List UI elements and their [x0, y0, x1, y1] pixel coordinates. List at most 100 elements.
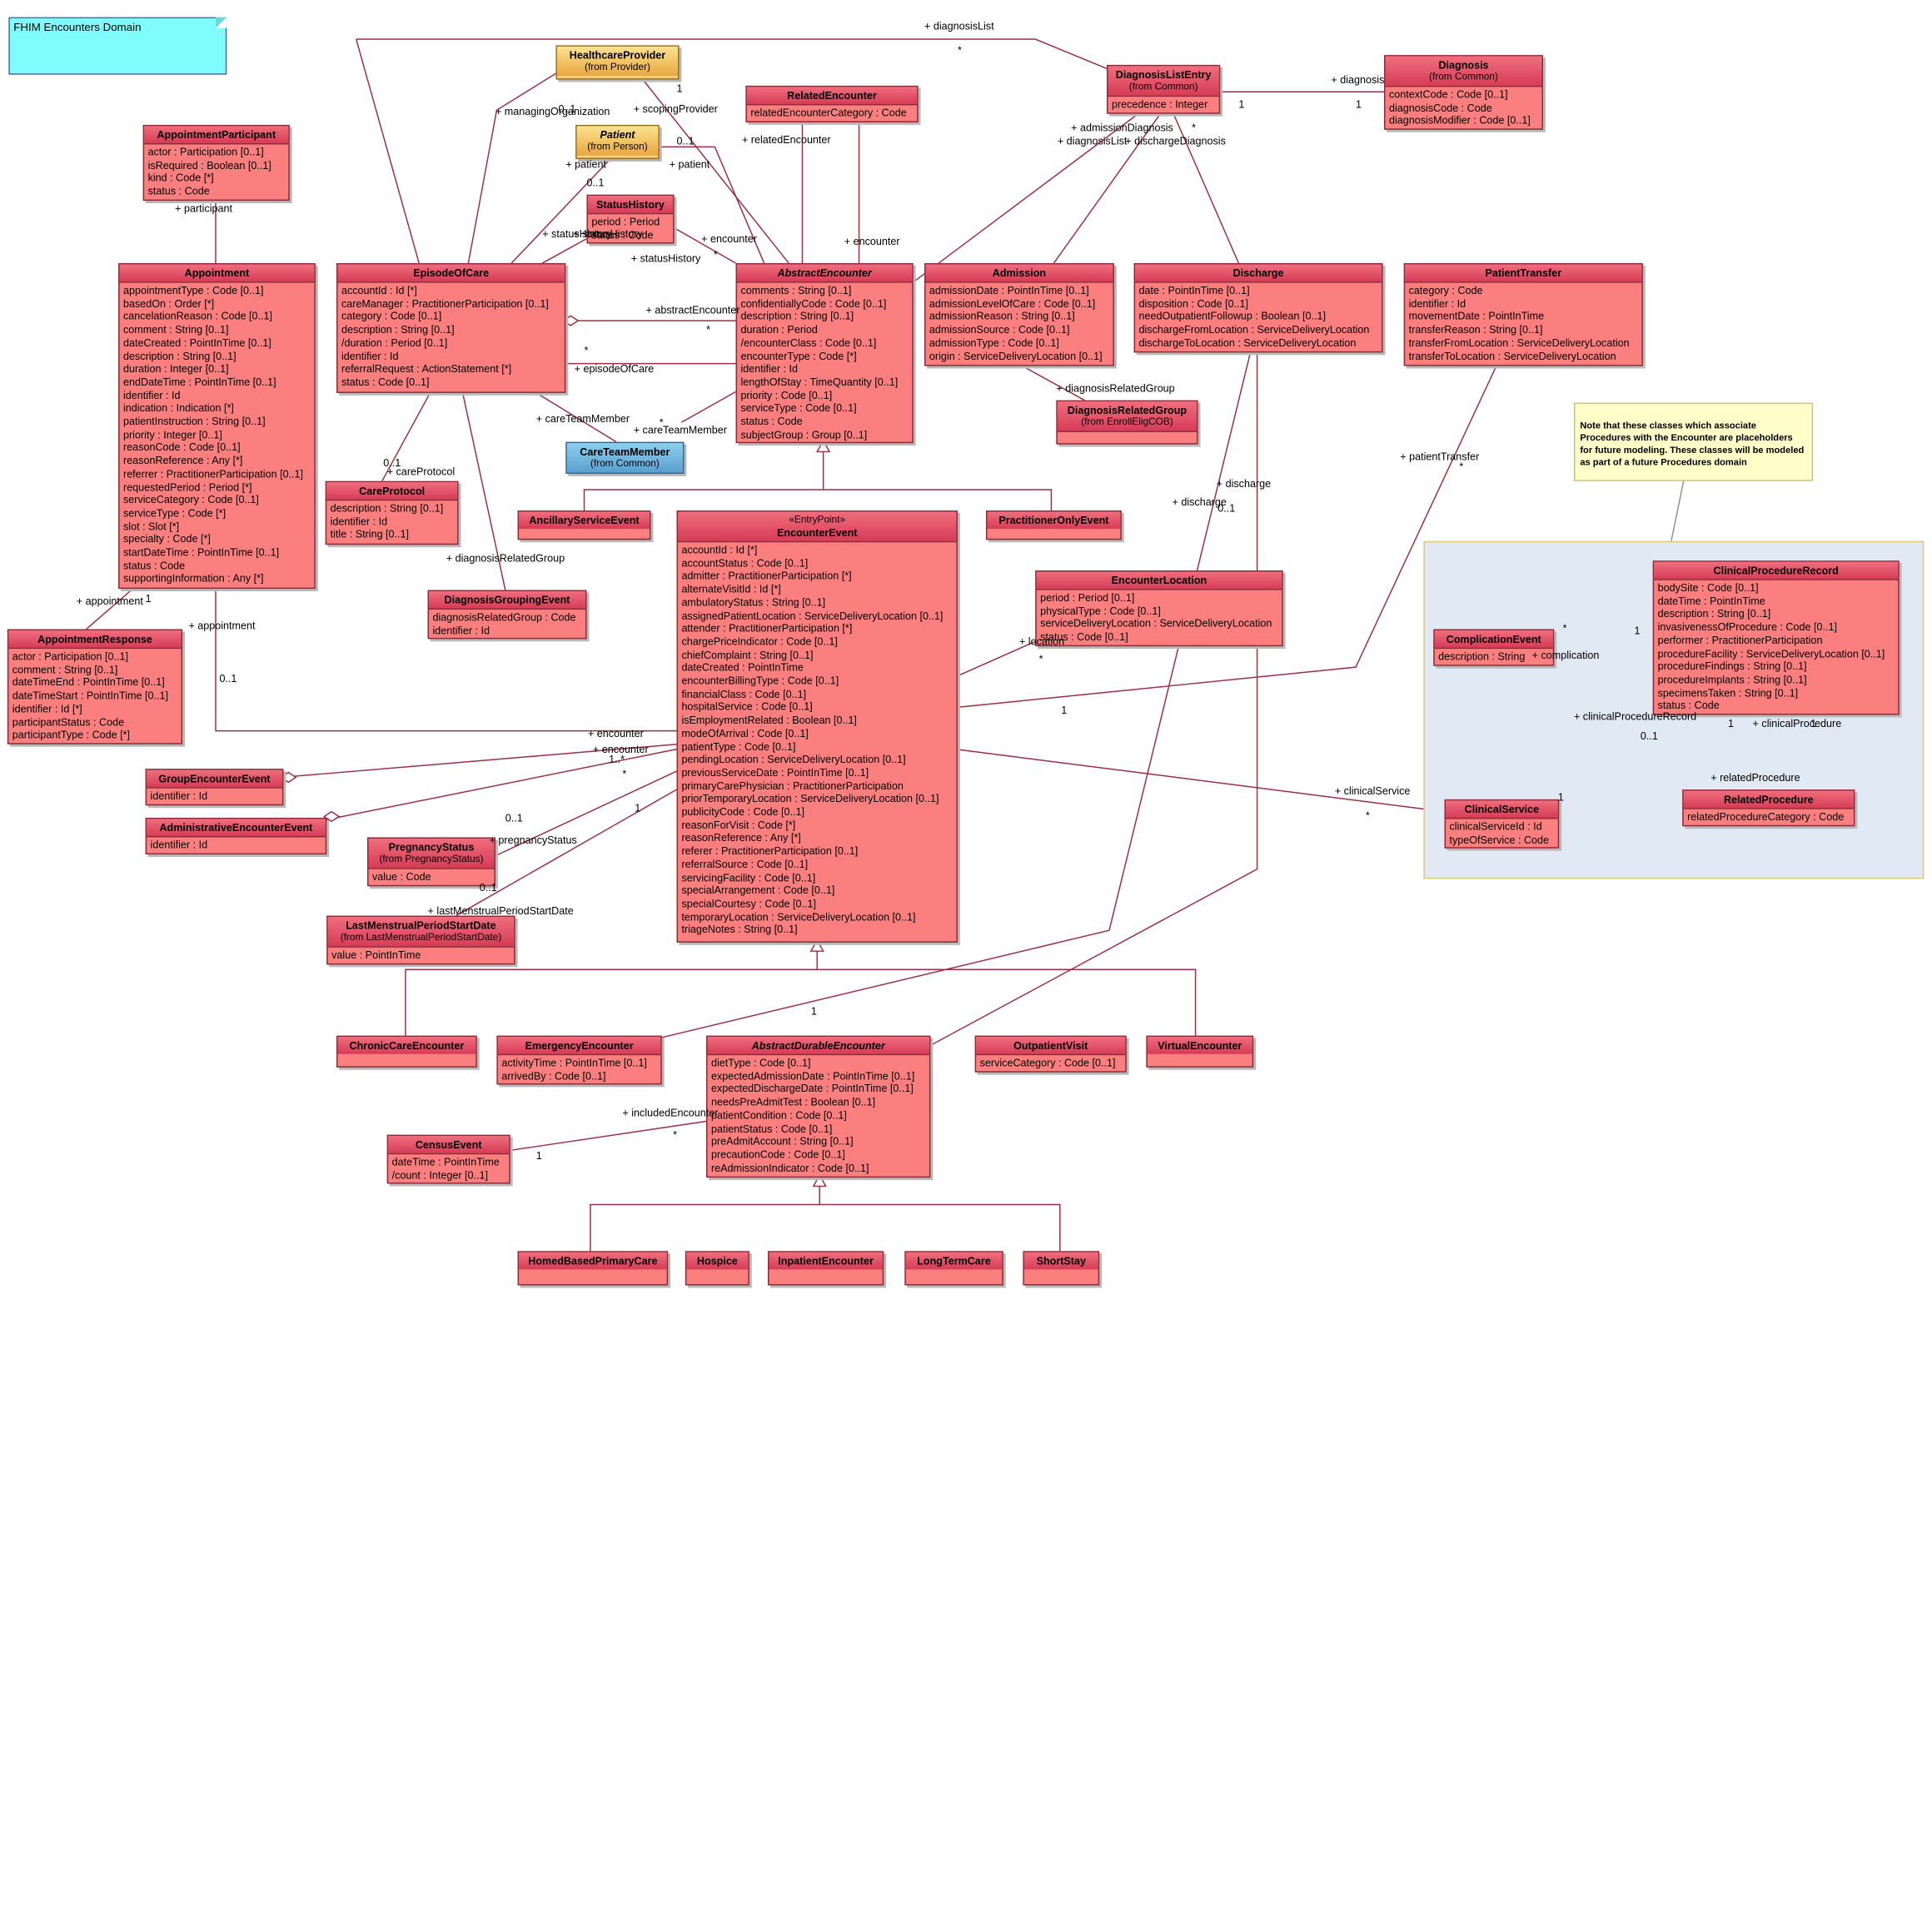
class-header: ComplicationEvent	[1434, 630, 1553, 650]
class-attributes: bodySite : Code [0..1]dateTime : PointIn…	[1654, 580, 1898, 714]
class-attribute: description : String [0..1]	[740, 310, 854, 323]
class-header: HealthcareProvider(from Provider)	[556, 46, 678, 77]
multiplicity-label: *	[713, 248, 718, 261]
class-healthcare-provider[interactable]: HealthcareProvider(from Provider)	[555, 45, 680, 80]
class-header: PatientTransfer	[1405, 264, 1642, 283]
multiplicity-label: *	[673, 1128, 677, 1142]
class-name: CareProtocol	[359, 485, 426, 497]
class-attribute: startDateTime : PointInTime [0..1]	[123, 545, 280, 559]
multiplicity-label: 1	[810, 1004, 817, 1018]
class-attribute: dateTime : PointInTime	[1657, 594, 1765, 607]
class-attribute: chargePriceIndicator : Code [0..1]	[681, 635, 838, 648]
class-attributes: actor : Participation [0..1]isRequired :…	[144, 144, 288, 199]
episode-patient-line	[510, 156, 614, 264]
class-name: RelatedEncounter	[787, 89, 877, 102]
class-attribute: accountId : Id [*]	[681, 543, 758, 556]
class-attribute: dateTimeEnd : PointInTime [0..1]	[12, 676, 165, 689]
episode-outer-line	[356, 38, 420, 264]
class-attributes: accountId : Id [*]careManager : Practiti…	[338, 283, 565, 391]
class-homed-based-primary-care[interactable]: HomedBasedPrimaryCare	[517, 1251, 669, 1286]
encounter-event-subtype-bus	[405, 968, 1197, 1036]
class-attribute: precedence : Integer	[1111, 97, 1208, 111]
role-name-label: + clinicalService	[1334, 784, 1411, 797]
class-attribute: basedOn : Order [*]	[123, 296, 215, 310]
class-name: EncounterEvent	[777, 526, 858, 539]
class-ancillary-service-event[interactable]: AncillaryServiceEvent	[517, 510, 651, 540]
class-header: StatusHistory	[587, 196, 674, 215]
class-attribute: patientType : Code [0..1]	[681, 739, 796, 753]
class-diagnosis-list-entry[interactable]: DiagnosisListEntry(from Common)precedenc…	[1107, 64, 1221, 114]
multiplicity-label: *	[957, 43, 962, 57]
class-long-term-care[interactable]: LongTermCare	[904, 1251, 1003, 1286]
class-virtual-encounter[interactable]: VirtualEncounter	[1146, 1035, 1254, 1068]
patient-transfer-line	[954, 363, 1498, 709]
class-hospice[interactable]: Hospice	[685, 1251, 749, 1286]
class-attribute: comment : String [0..1]	[12, 663, 118, 676]
class-attribute: comment : String [0..1]	[123, 323, 229, 336]
role-name-label: + diagnosis	[1331, 73, 1385, 86]
class-attribute: previousServiceDate : PointInTime [0..1]	[681, 766, 869, 779]
class-attribute: dateTime : PointInTime	[391, 1155, 500, 1168]
class-attribute: indication : Indication [*]	[123, 401, 234, 415]
class-attribute: actor : Participation [0..1]	[12, 650, 128, 663]
class-chronic-care-encounter[interactable]: ChronicCareEncounter	[336, 1035, 477, 1068]
last-menstrual-line	[456, 789, 677, 917]
class-attributes: identifier : Id	[147, 789, 282, 804]
class-attribute: diagnosisRelatedGroup : Code	[432, 610, 576, 624]
class-attribute: priority : Integer [0..1]	[123, 428, 222, 441]
role-name-label: + discharge	[1216, 477, 1272, 490]
class-attribute: diagnosisModifier : Code [0..1]	[1388, 114, 1531, 127]
class-practitioner-only-event[interactable]: PractitionerOnlyEvent	[986, 510, 1122, 540]
class-attribute: patientInstruction : String [0..1]	[123, 415, 266, 428]
class-care-team-member[interactable]: CareTeamMember(from Common)	[565, 441, 685, 474]
class-header: AbstractEncounter	[737, 264, 913, 283]
class-header: DiagnosisRelatedGroup(from EnrollEligCOB…	[1057, 401, 1198, 432]
class-patient[interactable]: Patient(from Person)	[575, 124, 660, 160]
class-pregnancy-status[interactable]: PregnancyStatus(from PregnancyStatus)val…	[367, 837, 495, 886]
class-attribute: patientCondition : Code [0..1]	[710, 1108, 847, 1122]
class-header: EpisodeOfCare	[337, 264, 565, 283]
class-attribute: endDateTime : PointInTime [0..1]	[123, 376, 276, 388]
class-attribute: status : Code	[591, 228, 654, 241]
appointment-response-line	[86, 585, 137, 630]
class-attribute: reasonForVisit : Code [*]	[681, 819, 796, 831]
class-attribute: admitter : PractitionerParticipation [*]	[681, 570, 852, 582]
class-inpatient-encounter[interactable]: InpatientEncounter	[768, 1251, 884, 1286]
class-diagnosis[interactable]: Diagnosis(from Common)contextCode : Code…	[1384, 55, 1543, 130]
durable-discharge-line	[928, 350, 1258, 1048]
abstract-status-history-line	[671, 226, 736, 264]
class-last-menstrual[interactable]: LastMenstrualPeriodStartDate(from LastMe…	[326, 915, 515, 964]
class-attribute: supportingInformation : Any [*]	[123, 572, 264, 585]
role-name-label: + abstractEncounter	[645, 303, 740, 316]
class-diagnosis-related-group[interactable]: DiagnosisRelatedGroup(from EnrollEligCOB…	[1056, 400, 1198, 445]
class-short-stay[interactable]: ShortStay	[1023, 1251, 1100, 1286]
multiplicity-label: *	[706, 323, 710, 336]
class-name: PatientTransfer	[1485, 266, 1562, 280]
